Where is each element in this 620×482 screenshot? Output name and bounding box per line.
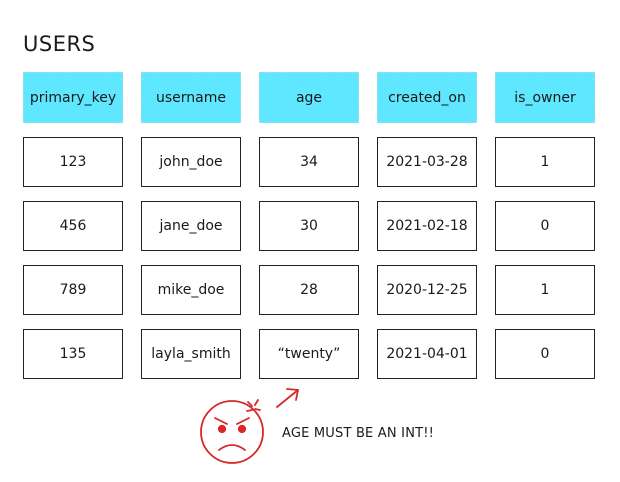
row-1-primary-key-cell: 123 (23, 137, 123, 187)
column-header-created-on: created_on (377, 72, 477, 123)
row-4-created-on-cell: 2021-04-01 (377, 329, 477, 379)
annotation-text: AGE MUST BE AN INT!! (282, 426, 435, 441)
row-1-username-cell: john_doe (141, 137, 241, 187)
row-2-is-owner-cell: 0 (495, 201, 595, 251)
column-header-is-owner: is_owner (495, 72, 595, 123)
row-2-username-cell: jane_doe (141, 201, 241, 251)
row-4-primary-key-cell: 135 (23, 329, 123, 379)
row-3-age-cell: 28 (259, 265, 359, 315)
column-header-primary-key: primary_key (23, 72, 123, 123)
angry-face-icon (200, 399, 264, 464)
row-4-is-owner-cell: 0 (495, 329, 595, 379)
annotation-arrow (276, 388, 299, 408)
row-1-age-cell: 34 (259, 137, 359, 187)
row-3-primary-key-cell: 789 (23, 265, 123, 315)
column-header-username: username (141, 72, 241, 123)
column-header-age: age (259, 72, 359, 123)
row-4-username-cell: layla_smith (141, 329, 241, 379)
row-2-primary-key-cell: 456 (23, 201, 123, 251)
row-4-age-cell: “twenty” (259, 329, 359, 379)
row-2-age-cell: 30 (259, 201, 359, 251)
table-title: USERS (23, 32, 96, 56)
row-3-created-on-cell: 2020-12-25 (377, 265, 477, 315)
row-1-created-on-cell: 2021-03-28 (377, 137, 477, 187)
row-2-created-on-cell: 2021-02-18 (377, 201, 477, 251)
row-3-is-owner-cell: 1 (495, 265, 595, 315)
row-3-username-cell: mike_doe (141, 265, 241, 315)
row-1-is-owner-cell: 1 (495, 137, 595, 187)
